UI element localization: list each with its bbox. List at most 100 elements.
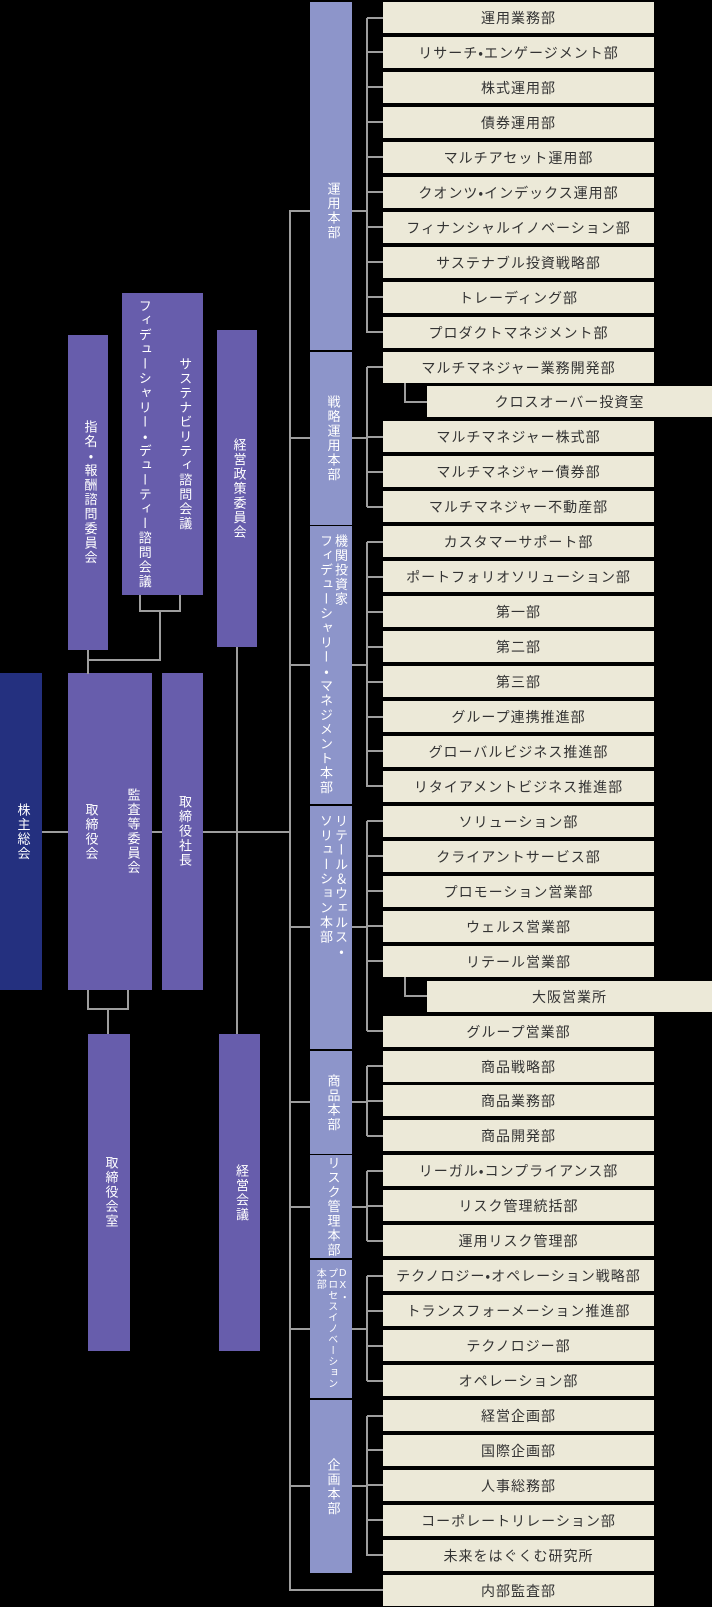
connector-line (367, 576, 383, 578)
department-box: マルチマネジャー株式部 (383, 421, 654, 452)
department-box: 第三部 (383, 666, 654, 697)
connector-line (42, 831, 68, 833)
connector-line (367, 86, 383, 88)
department-box: リタイアメントビジネス推進部 (383, 771, 654, 802)
connector-line (404, 401, 427, 403)
department-box: リサーチ・エンゲージメント部 (383, 37, 654, 68)
connector-line (367, 121, 383, 123)
division-label: リスク管理本部 (324, 1155, 340, 1258)
nomination-remuneration-advisory-committee-label: 指名・報酬諮問委員会 (81, 420, 97, 565)
connector-line (367, 436, 383, 438)
division-label: プロセスイノベーション本部 (314, 1268, 337, 1389)
box-advisory-councils: フィデューシャリー・デューティー諮問会議 サステナビリティ諮問会議 (122, 293, 203, 595)
department-box: マルチマネジャー業務開発部 (383, 352, 654, 383)
department-box: 株式運用部 (383, 72, 654, 103)
department-box: サステナブル投資戦略部 (383, 247, 654, 278)
connector-line (367, 191, 383, 193)
connector-line (367, 1484, 383, 1486)
department-box: オペレーション部 (383, 1365, 654, 1396)
connector-line (367, 296, 383, 298)
connector-line (352, 1101, 368, 1103)
department-box: ウェルス営業部 (383, 911, 654, 942)
connector-line (367, 506, 383, 508)
connector-line (367, 1240, 383, 1242)
department-box: リテール営業部 (383, 946, 654, 977)
sub-department-box: クロスオーバー投資室 (427, 386, 712, 417)
connector-line (236, 647, 238, 1034)
box-management-policy-committee: 経営政策委員会 (217, 330, 257, 647)
connector-line (159, 611, 161, 661)
connector-line (367, 1415, 383, 1417)
department-box: クオンツ・インデックス運用部 (383, 177, 654, 208)
audit-committee-label: 監査等委員会 (124, 788, 140, 875)
connector-line (352, 1328, 368, 1330)
division-bar: 戦略運用本部 (310, 352, 352, 525)
connector-line (290, 1589, 383, 1591)
connector-line (139, 595, 141, 612)
connector-line (352, 664, 368, 666)
connector-line (367, 820, 383, 822)
department-box: リスク管理統括部 (383, 1190, 654, 1221)
connector-line (367, 1554, 383, 1556)
connector-line (367, 681, 383, 683)
connector-line (367, 646, 383, 648)
department-box: 商品開発部 (383, 1120, 654, 1151)
connector-line (367, 1065, 383, 1067)
connector-line (87, 990, 89, 1010)
shareholders-meeting-label: 株主総会 (14, 802, 30, 861)
department-box: 内部監査部 (383, 1575, 654, 1606)
connector-line (367, 1449, 383, 1451)
department-box: フィナンシャルイノベーション部 (383, 212, 654, 243)
connector-line (152, 831, 162, 833)
connector-line (367, 331, 383, 333)
department-box: 経営企画部 (383, 1400, 654, 1431)
connector-line (367, 1310, 383, 1312)
connector-line (290, 437, 310, 439)
connector-line (367, 925, 383, 927)
connector-line (367, 261, 383, 263)
connector-line (367, 1380, 383, 1382)
box-nomination-remuneration-advisory-committee: 指名・報酬諮問委員会 (68, 335, 108, 650)
sub-department-box: 大阪営業所 (427, 981, 712, 1012)
connector-line (367, 51, 383, 53)
division-label: 企画本部 (324, 1457, 340, 1516)
department-box: 第一部 (383, 596, 654, 627)
connector-line (289, 210, 291, 1591)
division-label: ソリューション本部 (317, 814, 332, 945)
connector-line (290, 926, 310, 928)
sustainability-advisory-council-label: サステナビリティ諮問会議 (176, 357, 192, 531)
connector-line (352, 1206, 368, 1208)
connector-line (367, 1170, 383, 1172)
connector-line (352, 926, 368, 928)
department-box: ソリューション部 (383, 806, 654, 837)
box-board-of-directors-audit-committee: 取締役会 監査等委員会 (68, 673, 152, 990)
division-label: DX・ (337, 1268, 349, 1303)
department-box: プロダクトマネジメント部 (383, 317, 654, 348)
department-box: ポートフォリオソリューション部 (383, 561, 654, 592)
connector-line (404, 383, 406, 403)
department-box: 未来をはぐくむ研究所 (383, 1540, 654, 1571)
department-box: マルチマネジャー債券部 (383, 456, 654, 487)
box-shareholders-meeting: 株主総会 (0, 673, 42, 990)
management-policy-committee-label: 経営政策委員会 (230, 437, 246, 540)
division-bar: 運用本部 (310, 2, 352, 350)
department-box: テクノロジー部 (383, 1330, 654, 1361)
connector-line (290, 664, 310, 666)
connector-line (367, 750, 383, 752)
connector-line (367, 1275, 383, 1277)
connector-line (290, 1206, 310, 1208)
connector-line (367, 471, 383, 473)
connector-line (367, 1345, 383, 1347)
connector-line (87, 659, 161, 661)
connector-line (404, 977, 406, 997)
division-label: フィデューシャリー・マネジメント本部 (317, 534, 332, 795)
connector-line (367, 611, 383, 613)
connector-line (367, 17, 383, 19)
connector-line (179, 595, 181, 612)
department-box: 人事総務部 (383, 1470, 654, 1501)
connector-line (367, 716, 383, 718)
division-bar: リスク管理本部 (310, 1155, 352, 1258)
department-box: グループ営業部 (383, 1016, 654, 1047)
box-president: 取締役社長 (162, 673, 203, 990)
connector-line (367, 366, 383, 368)
